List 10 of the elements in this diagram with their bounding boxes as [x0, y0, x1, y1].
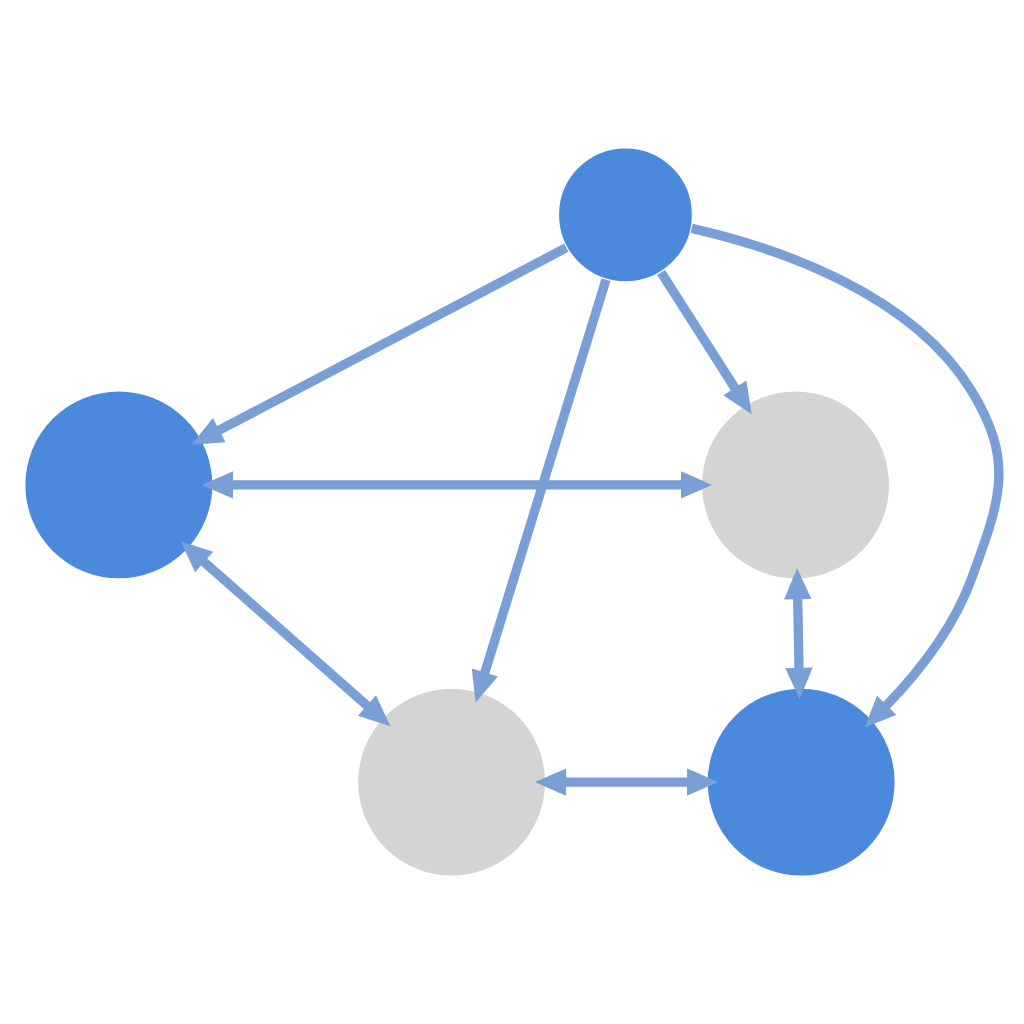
arrow	[784, 567, 813, 700]
arrow	[201, 471, 713, 499]
arrow	[191, 243, 569, 445]
node-circle	[700, 389, 891, 581]
arrow	[180, 541, 391, 727]
arrow	[534, 768, 719, 796]
arrow	[657, 269, 752, 415]
arrow	[690, 223, 1004, 728]
arrow	[471, 278, 611, 703]
node-circle	[557, 146, 694, 283]
